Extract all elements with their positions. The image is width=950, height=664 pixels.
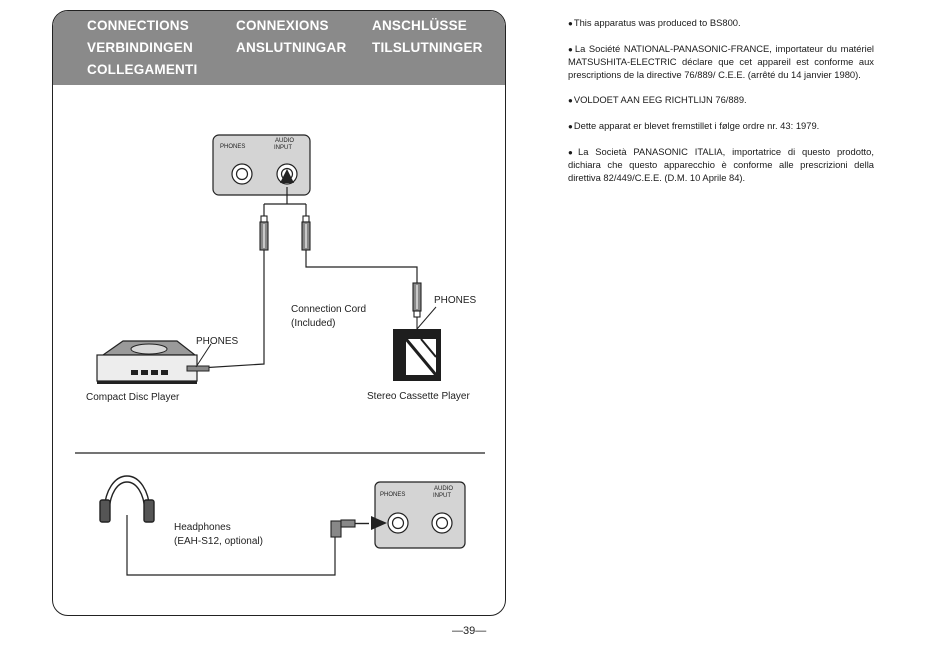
page-number: —39— (452, 625, 487, 637)
connection-cord-included-label: (Included) (291, 318, 336, 329)
left-plug-icon (259, 215, 269, 251)
headphones-cord (126, 515, 336, 576)
heading-anschluesse: ANSCHLÜSSE (372, 18, 468, 33)
title-banner: CONNECTIONS VERBINDINGEN COLLEGAMENTI CO… (53, 11, 505, 85)
heading-anslutningar: ANSLUTNINGAR (236, 40, 347, 55)
heading-connexions: CONNEXIONS (236, 18, 329, 33)
top-audio-input-jack-icon (276, 163, 298, 185)
bottom-audio-input-jack-icon (431, 512, 453, 534)
top-jack-panel (212, 134, 311, 196)
heading-collegamenti: COLLEGAMENTI (87, 62, 198, 77)
headphones-model-label: (EAH-S12, optional) (174, 536, 263, 547)
plug-bracket (263, 187, 307, 216)
note-item: ●VOLDOET AAN EEG RICHTLIJN 76/889. (568, 93, 747, 105)
connection-diagram (75, 134, 485, 576)
cd-player-label: Compact Disc Player (86, 392, 180, 403)
bottom-audio-label: AUDIO (434, 486, 454, 492)
bottom-phones-jack-label: PHONES (380, 492, 406, 498)
right-plug-icon (301, 215, 311, 251)
cd-plug-icon (186, 365, 210, 372)
cassette-plug-icon (412, 282, 422, 329)
heading-verbindingen: VERBINDINGEN (87, 40, 193, 55)
headphone-plug-icon (330, 519, 369, 538)
note-text: La Società PANASONIC ITALIA, importatric… (568, 146, 874, 183)
bottom-phones-jack-icon (387, 512, 409, 534)
top-phones-jack-label: PHONES (220, 144, 246, 150)
headphones-label: Headphones (174, 522, 231, 533)
note-item: ●La Società PANASONIC ITALIA, importatri… (568, 146, 874, 183)
top-audio-label: AUDIO (275, 138, 295, 144)
heading-tilslutninger: TILSLUTNINGER (372, 40, 483, 55)
connections-panel: CONNECTIONS VERBINDINGEN COLLEGAMENTI CO… (52, 10, 506, 616)
bottom-jack-panel (374, 481, 466, 549)
insert-arrow-icon (371, 516, 387, 530)
note-item: ●Dette apparat er blevet fremstillet i f… (568, 120, 820, 132)
note-text: Dette apparat er blevet fremstillet i fø… (573, 120, 820, 132)
connection-cord-label: Connection Cord (291, 304, 367, 315)
heading-connections: CONNECTIONS (87, 18, 189, 33)
headphones-icon (99, 475, 155, 523)
top-phones-jack-icon (231, 163, 253, 185)
note-text: La Société NATIONAL-PANASONIC-FRANCE, im… (568, 43, 874, 80)
regulatory-notes: ●This apparatus was produced to BS800. ●… (568, 17, 874, 197)
note-item: ●La Société NATIONAL-PANASONIC-FRANCE, i… (568, 43, 874, 80)
cord-to-cassette (305, 250, 418, 283)
note-item: ●This apparatus was produced to BS800. (568, 17, 741, 28)
note-text: VOLDOET AAN EEG RICHTLIJN 76/889. (573, 93, 747, 105)
note-text: This apparatus was produced to BS800. (573, 17, 741, 28)
cassette-phones-label: PHONES (434, 295, 477, 306)
cassette-player-label: Stereo Cassette Player (367, 391, 470, 402)
stereo-cassette-player-icon (393, 329, 441, 381)
compact-disc-player-icon (96, 340, 198, 384)
cd-phones-label: PHONES (196, 336, 239, 347)
cord-to-cd-player (199, 250, 265, 369)
bottom-input-label: INPUT (433, 493, 451, 499)
top-input-label: INPUT (274, 145, 292, 151)
